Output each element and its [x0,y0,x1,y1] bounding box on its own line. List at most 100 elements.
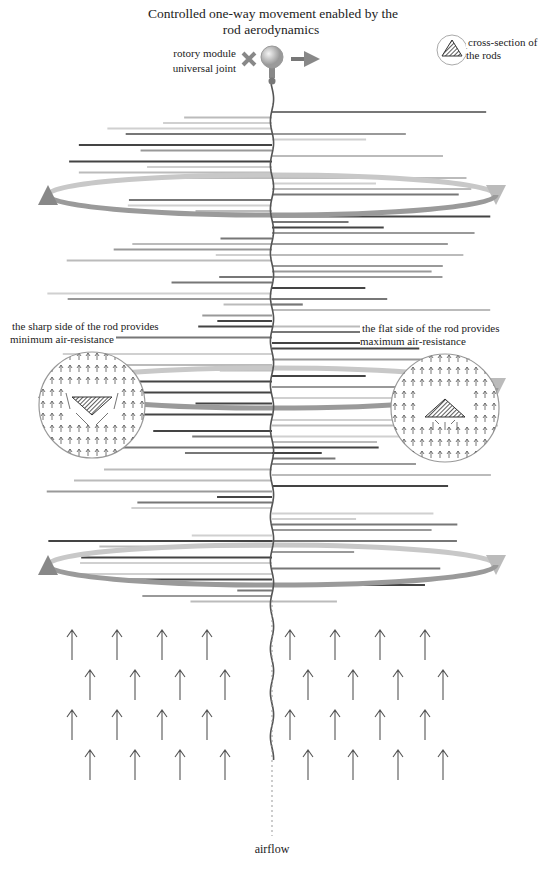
label-block: the sharp side of the rod provides minim… [10,320,180,346]
rod [272,254,463,256]
rod [153,430,272,432]
rod [192,435,272,437]
center-axis [272,600,273,836]
rod [272,529,432,531]
rod [219,276,272,278]
rod [272,551,354,553]
rod [272,457,335,459]
rod [216,254,272,256]
rod [141,149,272,151]
rod [126,133,272,135]
rod [272,276,442,278]
rod [79,144,272,146]
airflow-callout [391,354,499,462]
rod [74,479,272,481]
rod [272,347,419,349]
rod [104,468,272,470]
rod [48,540,272,542]
callout-label: the flat side of the rod provides maximu… [360,322,499,347]
rod [114,248,272,250]
rod [272,446,379,448]
rod [132,243,272,245]
label-block: universal joint [118,62,238,75]
allowed-direction [291,57,312,61]
rod [131,507,272,509]
airflow-callout [39,352,145,458]
rod [272,193,459,195]
rod [80,562,272,564]
rod [272,441,377,443]
rod [184,116,272,118]
rod [107,127,272,129]
rod [190,600,272,602]
rod [272,512,433,514]
rod [142,595,272,597]
label-block: the flat side of the rod provides maximu… [360,322,540,348]
rod [272,155,443,157]
label-block: rotory module [118,47,238,60]
rod [196,402,272,404]
label-block: cross-section of the rods [466,36,540,62]
rod [172,281,272,283]
rod [237,589,272,591]
rod [147,166,272,168]
cross-section-icon [437,35,467,65]
label-block: airflow [222,842,322,856]
rod [81,556,272,558]
rod [47,490,272,492]
rod [272,133,406,135]
rod [272,540,457,542]
rod [272,232,475,234]
rod [272,226,384,228]
rod [217,496,272,498]
callout-label: cross-section of the rods [466,36,537,61]
rod [272,270,432,272]
rod [272,485,448,487]
rod [272,265,443,267]
airflow-arrows [67,630,448,780]
rod [272,182,376,184]
rotory-module [243,46,312,85]
rod [272,567,440,569]
rod [272,309,490,311]
rod [220,237,272,239]
rod [202,314,272,316]
rod [128,204,272,206]
rod [272,452,322,454]
central-cable [270,84,273,760]
rod [272,600,337,602]
rod [192,534,272,536]
diagram-title: Controlled one-way movement enabled by t… [146,6,398,37]
rod [118,446,272,448]
rod [185,452,272,454]
rod [272,243,448,245]
rod [272,138,366,140]
rod [272,474,491,476]
rod [272,463,416,465]
rod [272,303,303,305]
rod [67,259,272,261]
rod [129,199,272,201]
rod [68,298,272,300]
rod [272,523,457,525]
rod [272,287,365,289]
flow-label: airflow [253,842,292,856]
rod-section [72,397,112,415]
rod [163,122,272,124]
blocked-direction [243,53,255,65]
rod-section [425,399,465,417]
part-label: rotory module [171,47,238,59]
rod [272,111,486,113]
rod [272,298,387,300]
rod [272,375,366,377]
rod [47,292,272,294]
rod [272,518,356,520]
part-label: universal joint [171,62,238,74]
rod [198,325,272,327]
rod [79,573,272,575]
rod [69,160,272,162]
rod [272,188,471,190]
rod [217,320,272,322]
